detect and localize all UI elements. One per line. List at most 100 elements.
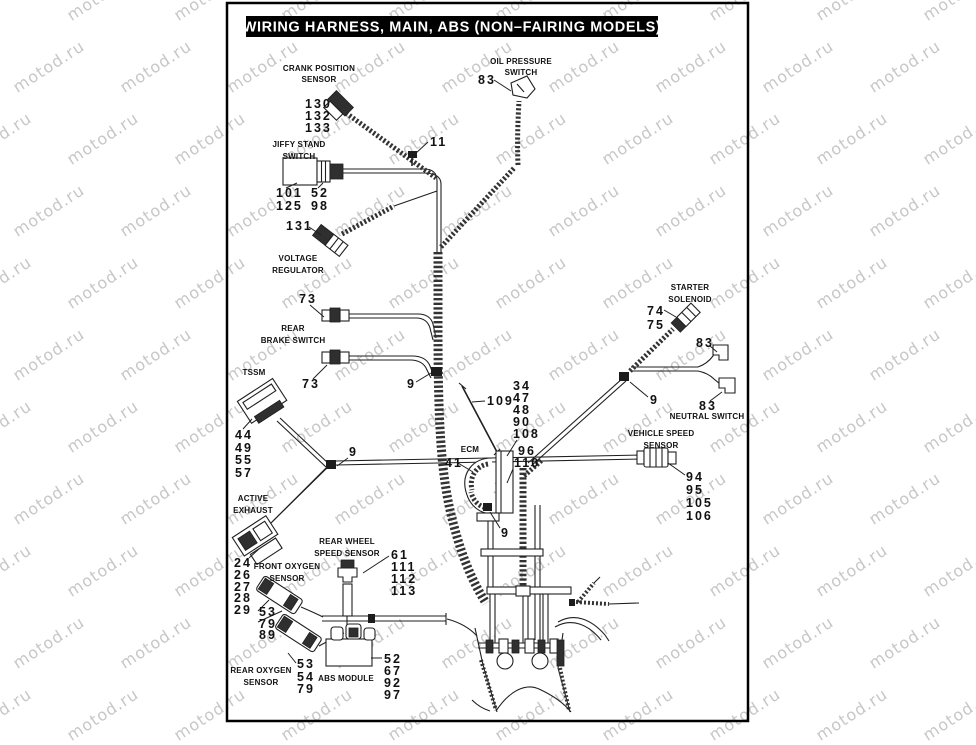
- part-starter-0: 74: [647, 304, 665, 318]
- part-brake-top: 73: [299, 292, 317, 306]
- part-front-o2-2: 89: [259, 628, 277, 642]
- harness-conduits: [340, 100, 675, 606]
- label-vss-1: VEHICLE SPEED: [628, 429, 695, 438]
- label-rear-wheel-1: REAR WHEEL: [319, 537, 375, 546]
- label-front-o2-1: FRONT OXYGEN: [254, 562, 320, 571]
- part-clip-ecm: 9: [501, 526, 510, 540]
- label-rear-o2-1: REAR OXYGEN: [230, 666, 291, 675]
- label-oil-2: SWITCH: [505, 68, 538, 77]
- part-clip-right: 9: [650, 393, 659, 407]
- active-exhaust-connector: [231, 514, 283, 566]
- part-abs-0: 52: [384, 652, 402, 666]
- part-crank-0: 130: [305, 97, 332, 111]
- part-ecm-num: 41: [445, 456, 463, 470]
- part-rear-o2-1: 54: [297, 670, 315, 684]
- part-front-o2-0: 53: [259, 605, 277, 619]
- part-ecm-stack-0: 34: [513, 379, 531, 393]
- ecm-assembly: [464, 450, 514, 522]
- part-ecm-conn-0: 96: [518, 444, 536, 458]
- engine-assembly: [471, 548, 572, 713]
- part-vss-1: 95: [686, 483, 704, 497]
- voltage-regulator-connector: [311, 223, 349, 258]
- label-crank-1: CRANK POSITION: [283, 64, 355, 73]
- part-antenna: 109: [487, 394, 514, 408]
- label-front-o2-2: SENSOR: [270, 574, 305, 583]
- label-oil-1: OIL PRESSURE: [490, 57, 552, 66]
- part-active-1: 26: [234, 568, 252, 582]
- part-clip-tssm: 9: [349, 445, 358, 459]
- vehicle-speed-sensor-connector: [636, 447, 677, 468]
- part-ecm-stack-1: 47: [513, 391, 531, 405]
- rear-brake-switch-connectors: [321, 307, 350, 365]
- label-starter-2: SOLENOID: [668, 295, 711, 304]
- part-jiffy-b0: 52: [311, 186, 329, 200]
- crank-position-sensor-connector: [322, 89, 355, 122]
- part-rear-wheel-3: 113: [391, 584, 417, 598]
- part-ecm-stack-4: 108: [513, 427, 540, 441]
- label-crank-2: SENSOR: [302, 75, 337, 84]
- starter-solenoid-connector: [670, 302, 701, 333]
- part-active-4: 29: [234, 603, 252, 617]
- abs-module: [325, 623, 376, 667]
- title-bar: [246, 16, 658, 37]
- label-jiffy-1: JIFFY STAND: [272, 140, 325, 149]
- label-voltage-2: REGULATOR: [272, 266, 324, 275]
- page-border: [225, 1, 750, 723]
- part-starter-83: 83: [696, 336, 714, 350]
- label-ecm: ECM: [461, 445, 480, 454]
- part-rear-o2-2: 79: [297, 682, 315, 696]
- harness-wires: [268, 168, 721, 647]
- part-numbers: 130 132 133 11 83 101 125 52 98 131 73 7…: [234, 73, 717, 702]
- part-active-0: 24: [234, 556, 252, 570]
- part-clip-top: 11: [430, 135, 447, 149]
- part-jiffy-a0: 101: [276, 186, 303, 200]
- part-tssm-3: 57: [235, 466, 253, 480]
- part-starter-1: 75: [647, 318, 665, 332]
- label-brake-1: REAR: [281, 324, 304, 333]
- part-ecm-conn-1: 110: [514, 456, 540, 470]
- part-abs-3: 97: [384, 688, 402, 702]
- part-vss-2: 105: [686, 496, 713, 510]
- label-abs: ABS MODULE: [318, 674, 374, 683]
- tssm-connector: [236, 377, 288, 424]
- label-voltage-1: VOLTAGE: [279, 254, 318, 263]
- label-rear-o2-2: SENSOR: [244, 678, 279, 687]
- part-oil: 83: [478, 73, 496, 87]
- part-rear-o2-0: 53: [297, 657, 315, 671]
- part-abs-2: 92: [384, 676, 402, 690]
- leader-lines: [242, 79, 723, 664]
- part-neutral-83: 83: [699, 399, 717, 413]
- part-tssm-1: 49: [235, 441, 253, 455]
- part-vss-0: 94: [686, 470, 704, 484]
- part-brake-bottom: 73: [302, 377, 320, 391]
- part-rear-wheel-0: 61: [391, 548, 409, 562]
- label-rear-wheel-2: SPEED SENSOR: [314, 549, 380, 558]
- part-vss-3: 106: [686, 509, 713, 523]
- oil-pressure-switch-connector: [510, 75, 536, 99]
- component-labels: CRANK POSITION SENSOR OIL PRESSURE SWITC…: [230, 57, 744, 687]
- label-active-1: ACTIVE: [238, 494, 269, 503]
- part-ecm-stack-3: 90: [513, 415, 531, 429]
- part-active-2: 27: [234, 580, 252, 594]
- rear-oxygen-sensor-connector: [275, 613, 322, 653]
- part-voltage: 131: [286, 219, 313, 233]
- part-jiffy-b1: 98: [311, 199, 329, 213]
- part-clip-mid: 9: [407, 377, 416, 391]
- rear-wheel-speed-sensor-connector: [337, 559, 358, 617]
- cable-clips: [326, 151, 629, 623]
- label-tssm: TSSM: [242, 368, 265, 377]
- label-neutral: NEUTRAL SWITCH: [670, 412, 745, 421]
- part-rear-wheel-1: 111: [391, 560, 416, 574]
- jiffy-stand-switch-connector: [282, 157, 344, 186]
- part-jiffy-a1: 125: [276, 199, 303, 213]
- part-tssm-0: 44: [235, 428, 253, 442]
- part-crank-2: 133: [305, 121, 332, 135]
- page-title: WIRING HARNESS, MAIN, ABS (NON–FAIRING M…: [243, 20, 662, 36]
- part-crank-1: 132: [305, 109, 332, 123]
- part-ecm-stack-2: 48: [513, 403, 531, 417]
- part-tssm-2: 55: [235, 453, 253, 467]
- label-vss-2: SENSOR: [644, 441, 679, 450]
- neutral-switch-connectors: [712, 344, 736, 394]
